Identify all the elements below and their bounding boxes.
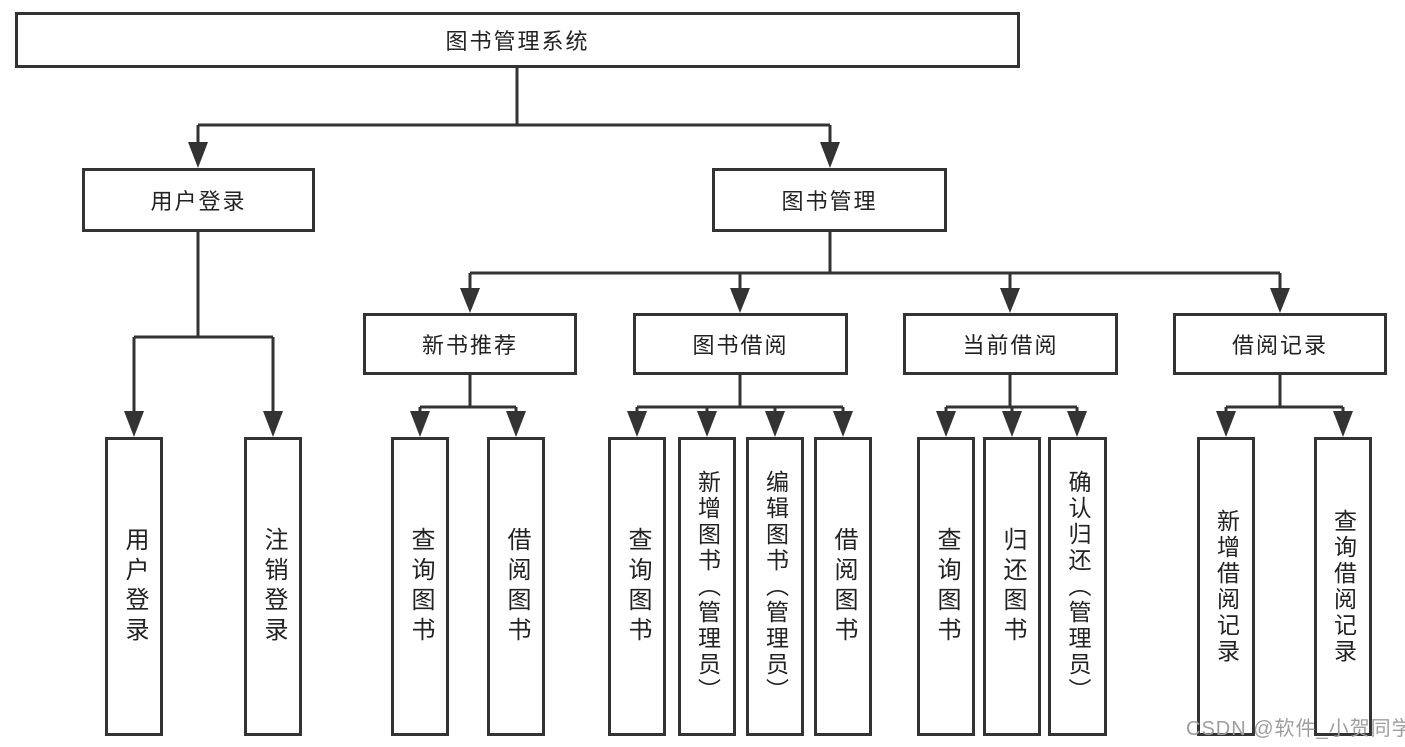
leaf-query-books-3: 查询图书 [917,437,975,736]
leaf-label: 编辑图书（管理员） [762,469,789,704]
node-label: 图书借阅 [692,333,789,358]
connector-user-login-to-leaves [124,232,283,437]
leaf-label: 用户登录 [121,526,148,647]
node-current-borrow: 当前借阅 [903,313,1118,375]
leaf-label: 借阅图书 [503,526,530,647]
leaf-label: 新增借阅记录 [1213,508,1240,665]
leaf-label: 借阅图书 [830,526,857,647]
leaf-label: 查询图书 [407,526,434,647]
csdn-watermark: CSDN @软件_小贺同学 [1186,718,1405,740]
leaf-borrow-books-2: 借阅图书 [814,437,872,736]
connector-root-to-level2 [188,68,840,168]
node-new-book-recommend: 新书推荐 [363,313,577,375]
leaf-label: 归还图书 [999,526,1026,647]
node-label: 新书推荐 [421,333,518,358]
node-book-borrow: 图书借阅 [633,313,848,375]
leaf-label: 新增图书（管理员） [694,469,721,704]
node-user-login: 用户登录 [82,168,315,232]
node-label: 借阅记录 [1231,333,1328,358]
leaf-add-books-admin: 新增图书（管理员） [678,437,736,736]
leaf-edit-books-admin: 编辑图书（管理员） [746,437,804,736]
leaf-confirm-return-admin: 确认归还（管理员） [1048,437,1107,736]
connector-book-mgmt-to-level3 [460,232,1290,313]
leaf-label: 注销登录 [260,526,287,647]
leaf-label: 查询图书 [933,526,960,647]
node-borrow-record: 借阅记录 [1173,313,1387,375]
leaf-logout: 注销登录 [244,437,302,736]
connector-borrow-record-to-leaves [1216,375,1353,437]
leaf-query-books-2: 查询图书 [608,437,666,736]
leaf-query-borrow-record: 查询借阅记录 [1314,437,1372,736]
node-book-management: 图书管理 [712,168,947,232]
leaf-query-books-1: 查询图书 [391,437,449,736]
leaf-user-login: 用户登录 [105,437,163,736]
connector-new-book-to-leaves [410,375,526,437]
leaf-label: 查询图书 [624,526,651,647]
leaf-label: 查询借阅记录 [1330,508,1357,665]
connector-current-borrow-to-leaves [936,375,1087,437]
leaf-label: 确认归还（管理员） [1065,469,1091,704]
node-label: 图书管理 [781,189,878,214]
node-label: 当前借阅 [962,333,1059,358]
node-root-library-system: 图书管理系统 [15,12,1020,68]
leaf-add-borrow-record: 新增借阅记录 [1197,437,1255,736]
node-label: 图书管理系统 [445,29,590,54]
leaf-borrow-books-1: 借阅图书 [487,437,545,736]
node-label: 用户登录 [150,189,247,214]
leaf-return-books: 归还图书 [983,437,1041,736]
connector-book-borrow-to-leaves [627,375,853,437]
